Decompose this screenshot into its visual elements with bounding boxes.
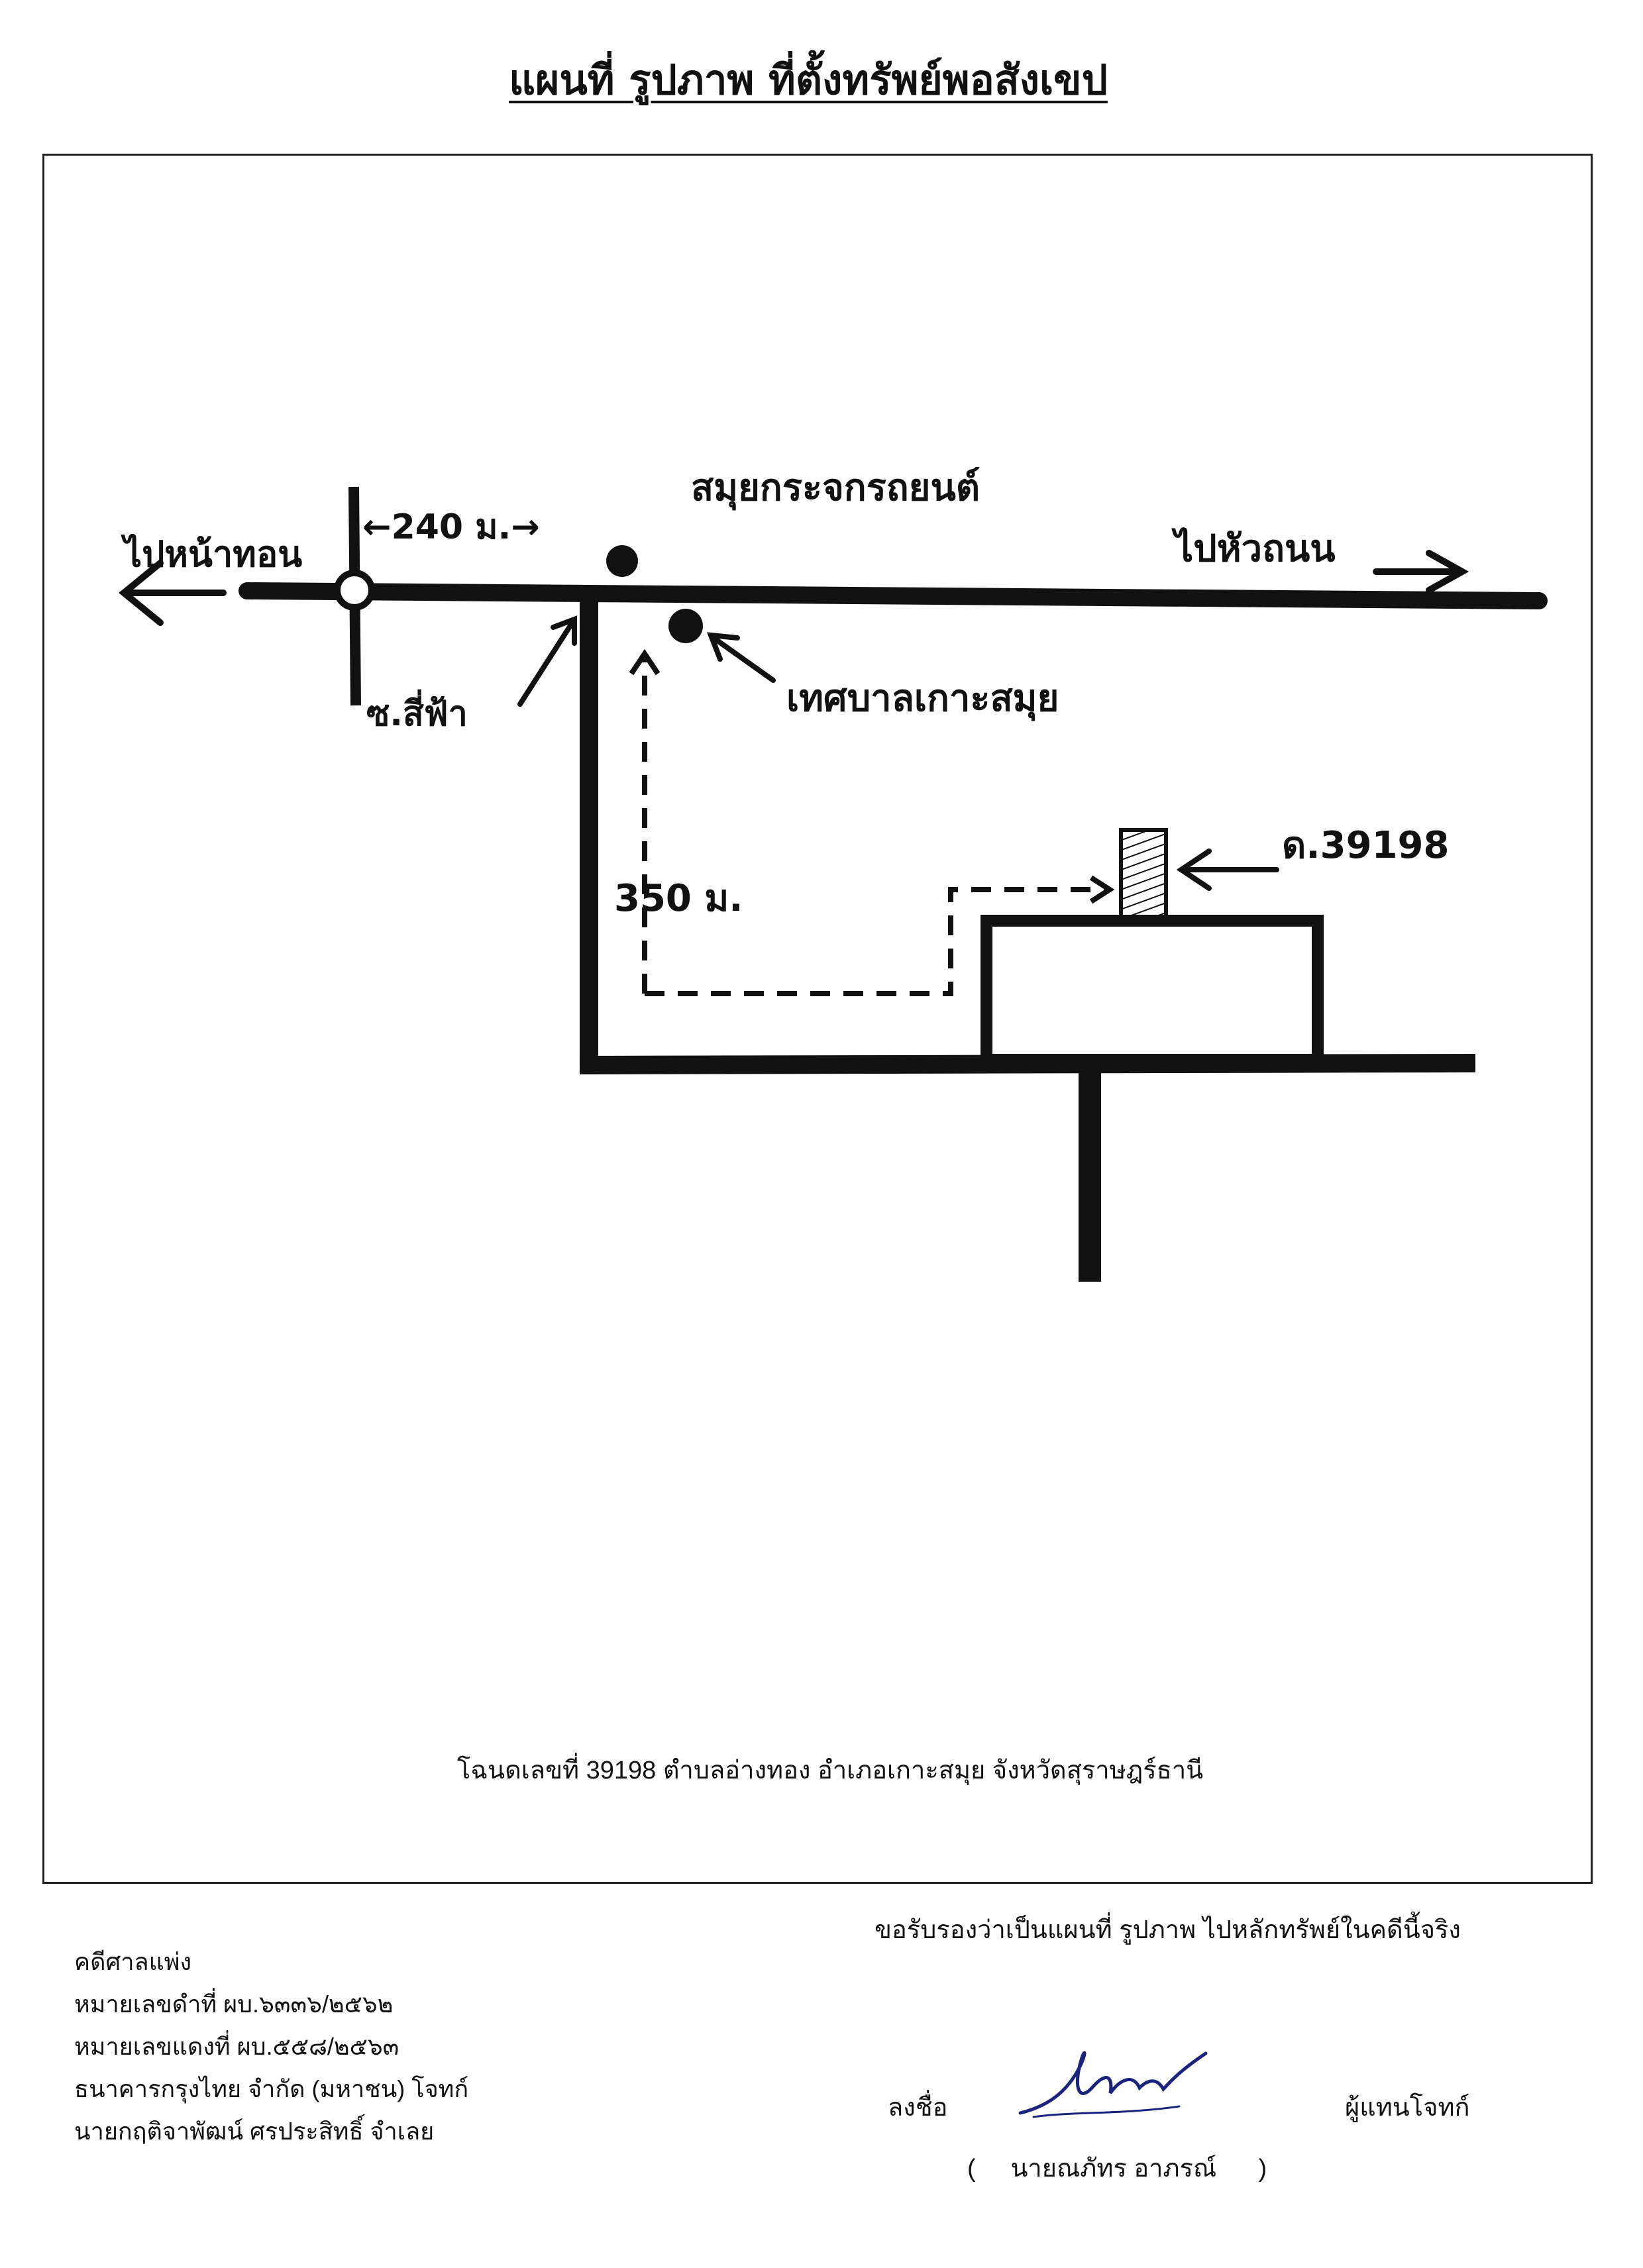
certification-text: ขอรับรองว่าเป็นแผนที่ รูปภาพ ไปหลักทรัพย…	[874, 1916, 1461, 1944]
label-to-right: ไปหัวถนน	[1171, 527, 1336, 570]
shop-marker-icon	[606, 545, 638, 577]
case-info-black-number: หมายเลขดำที่ ผบ.๖๓๓๖/๒๕๖๒	[74, 1990, 394, 2018]
label-soi: ซ.สี่ฟ้า	[366, 690, 468, 734]
arrow-left-icon	[119, 560, 227, 626]
case-info-court: คดีศาลแพ่ง	[74, 1948, 192, 1975]
landmark-marker-icon	[668, 609, 703, 643]
map-frame: ไปหน้าทอน ←240 ม.→ สมุยกระจกรถยนต์ ไปหัว…	[42, 154, 1593, 1884]
label-plot: ด.39198	[1282, 824, 1449, 867]
signature-label: ลงชื่อ	[888, 2094, 948, 2122]
plot-hatched	[1119, 828, 1168, 922]
dashed-route-arrowhead-icon	[1089, 875, 1115, 904]
case-info-plaintiff: ธนาคารกรุงไทย จำกัด (มหาชน) โจทก์	[74, 2075, 469, 2102]
label-shop: สมุยกระจกรถยนต์	[691, 466, 980, 511]
sketch-map: ไปหน้าทอน ←240 ม.→ สมุยกระจกรถยนต์ ไปหัว…	[119, 466, 1548, 1282]
plot-pointer-icon	[1176, 849, 1279, 891]
dashed-route	[642, 659, 1104, 996]
deed-caption: โฉนดเลขที่ 39198 ตำบลอ่างทอง อำเภอเกาะสม…	[456, 1757, 1204, 1784]
dashed-up-arrowhead-icon	[629, 648, 661, 676]
page-title: แผนที่ รูปภาพ ที่ตั้งทรัพย์พอสังเขป	[509, 56, 1108, 104]
soi-pointer-icon	[517, 615, 577, 707]
roundabout-icon	[334, 570, 375, 611]
label-distance-side: 350 ม.	[614, 877, 743, 920]
signature-role: ผู้แทนโจทก์	[1345, 2094, 1470, 2122]
signer-name: ( นายณภัทร อาภรณ์ )	[967, 2155, 1267, 2183]
case-info-defendant: นายกฤติจาพัฒน์ ศรประสิทธิ์ จำเลย	[74, 2118, 435, 2145]
label-distance-top: ←240 ม.→	[362, 507, 540, 547]
case-info-red-number: หมายเลขแดงที่ ผบ.๕๕๘/๒๕๖๓	[74, 2033, 399, 2060]
handwritten-signature	[1018, 2051, 1208, 2118]
label-to-left: ไปหน้าทอน	[121, 533, 302, 575]
arrow-right-icon	[1373, 550, 1469, 593]
main-road	[238, 582, 1548, 609]
landmark-pointer-icon	[706, 632, 776, 683]
label-landmark: เทศบาลเกาะสมุย	[786, 677, 1059, 721]
case-info: คดีศาลแพ่ง หมายเลขดำที่ ผบ.๖๓๓๖/๒๕๖๒ หมา…	[74, 1941, 468, 2153]
plot-building	[980, 915, 1324, 1066]
